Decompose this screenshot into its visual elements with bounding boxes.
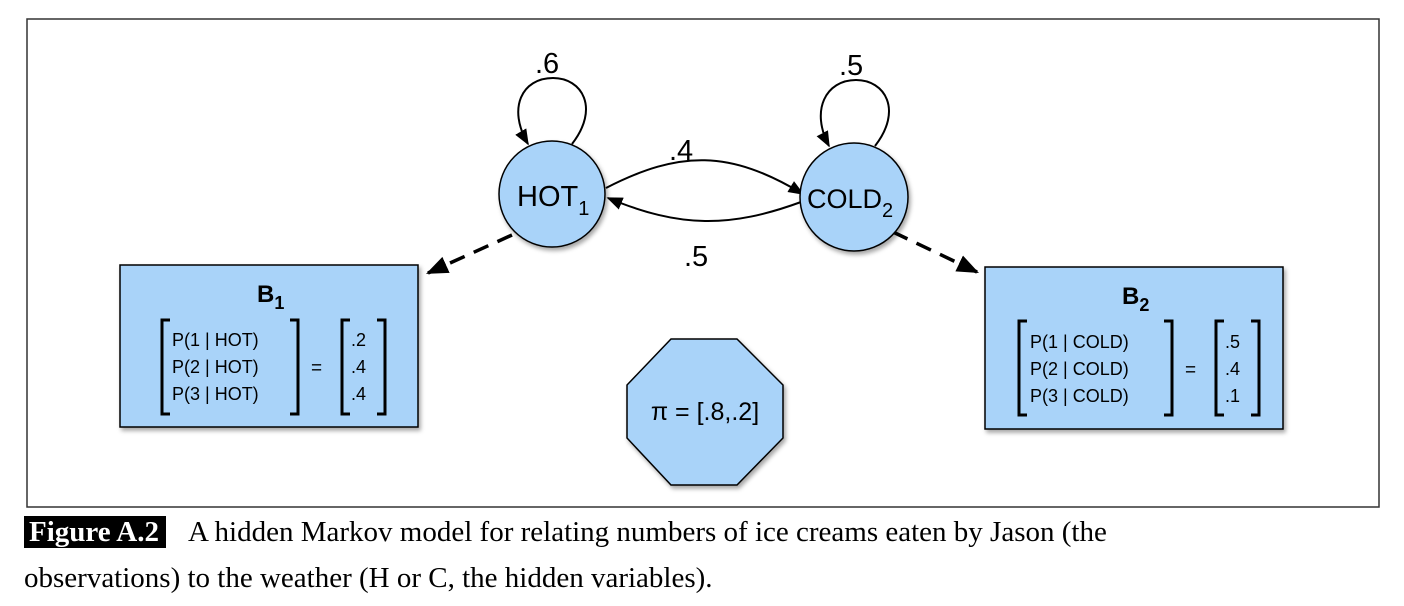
- state-hot: HOT1: [498, 140, 606, 248]
- b1-equals: =: [311, 358, 322, 379]
- b2-values-right-bracket: [1251, 319, 1261, 417]
- cold-self-loop-arrow: [816, 78, 890, 148]
- b2-left-bracket: [1017, 319, 1027, 417]
- caption-line-2: observations) to the weather (H or C, th…: [24, 562, 713, 594]
- b2-row-1: P(1 | COLD): [1030, 332, 1129, 352]
- svg-text:B1: B1: [257, 281, 284, 313]
- b2-equals: =: [1185, 360, 1196, 381]
- svg-text:COLD2: COLD2: [807, 184, 893, 222]
- hot-self-loop-arrow: [515, 76, 587, 146]
- b1-left-bracket: [160, 318, 170, 416]
- state-hot-name: HOT: [517, 181, 579, 213]
- b1-values-left-bracket: [340, 318, 350, 416]
- hot-to-cold-prob-label: .4: [669, 135, 693, 167]
- cold-to-hot-prob-label: .5: [684, 241, 708, 273]
- svg-text:B2: B2: [1122, 283, 1149, 315]
- state-cold: COLD2: [799, 142, 909, 252]
- b2-subscript: 2: [1139, 295, 1149, 315]
- b1-title: B: [257, 281, 274, 308]
- emission-box-b1: B1 P(1 | HOT) P(2 | HOT) P(3 | HOT) = .2…: [119, 264, 419, 428]
- b1-row-1: P(1 | HOT): [172, 330, 259, 350]
- b2-row-2: P(2 | COLD): [1030, 359, 1129, 379]
- figure-label: Figure A.2: [24, 516, 166, 548]
- hot-emission-arrow: [425, 233, 513, 275]
- b1-value-2: .4: [351, 357, 366, 377]
- b1-values-right-bracket: [377, 318, 387, 416]
- caption-line-1: Figure A.2 A hidden Markov model for rela…: [24, 515, 1107, 549]
- hot-to-cold-arrow: [605, 159, 805, 195]
- b2-value-3: .1: [1225, 386, 1240, 406]
- state-cold-name: COLD: [807, 184, 882, 214]
- b2-value-1: .5: [1225, 332, 1240, 352]
- b1-row-3: P(3 | HOT): [172, 384, 259, 404]
- cold-to-hot-arrow: [606, 197, 802, 223]
- figure-frame: [26, 18, 1380, 508]
- hot-self-prob-label: .6: [535, 48, 559, 80]
- b2-values-left-bracket: [1214, 319, 1224, 417]
- b2-row-3: P(3 | COLD): [1030, 386, 1129, 406]
- svg-text:HOT1: HOT1: [517, 181, 589, 220]
- b1-value-1: .2: [351, 330, 366, 350]
- state-hot-index: 1: [578, 198, 589, 220]
- caption-text-1: A hidden Markov model for relating numbe…: [187, 516, 1107, 548]
- cold-emission-arrow: [892, 230, 979, 274]
- b2-value-2: .4: [1225, 359, 1240, 379]
- state-cold-index: 2: [882, 200, 893, 222]
- cold-self-prob-label: .5: [839, 50, 863, 82]
- b2-title: B: [1122, 283, 1139, 310]
- b1-right-bracket: [290, 318, 300, 416]
- initial-distribution-octagon: π = [.8,.2]: [626, 338, 784, 486]
- initial-distribution-label: π = [.8,.2]: [651, 398, 759, 426]
- emission-box-b2: B2 P(1 | COLD) P(2 | COLD) P(3 | COLD) =…: [984, 266, 1284, 430]
- b2-right-bracket: [1164, 319, 1174, 417]
- b1-subscript: 1: [274, 293, 284, 313]
- b1-row-2: P(2 | HOT): [172, 357, 259, 377]
- b1-value-3: .4: [351, 384, 366, 404]
